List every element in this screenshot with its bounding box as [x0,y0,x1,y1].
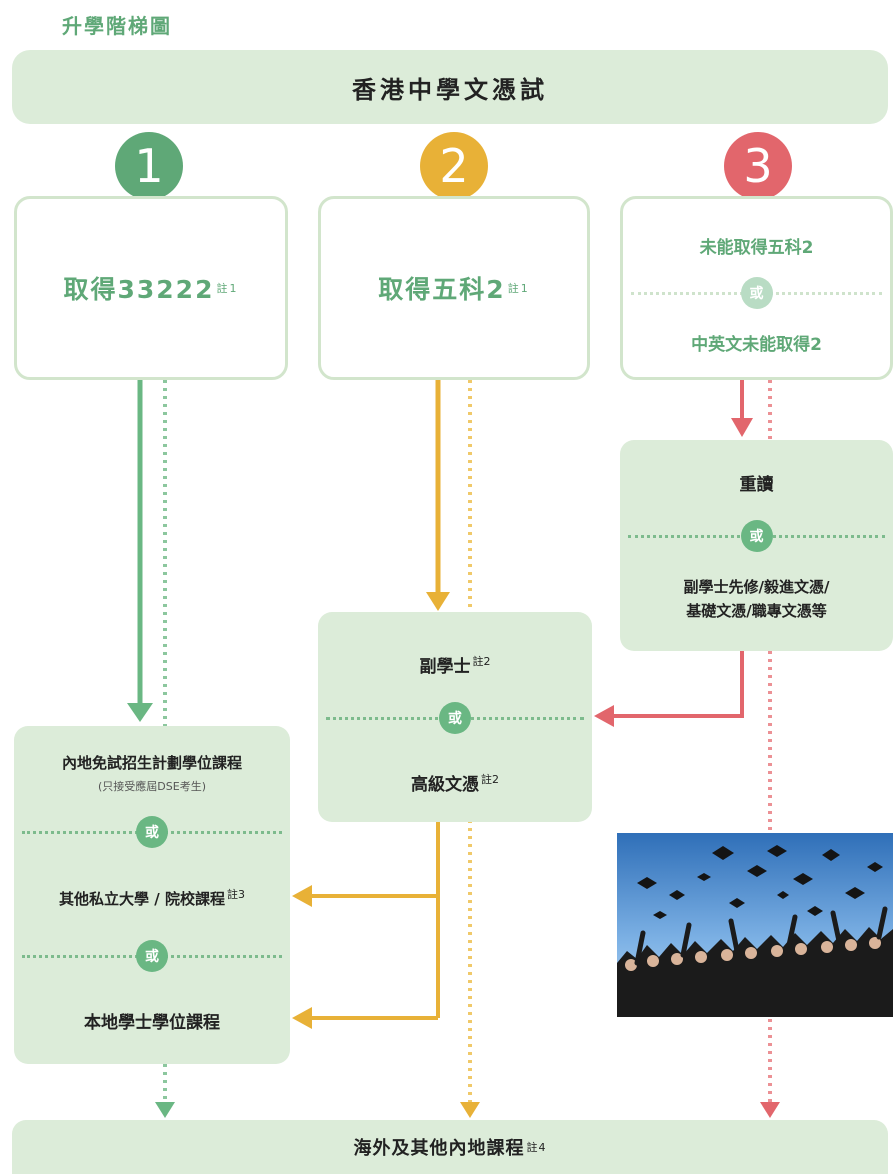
graduation-photo [617,833,893,1017]
repeat-study-or-divider: 或 [620,520,893,552]
repeat-study-line2: 副學士先修/毅進文憑/ [683,578,830,596]
repeat-study-box: 重讀 或 副學士先修/毅進文憑/ 基礎文憑/職專文憑等 [620,440,893,651]
path1-dotted-arrowhead [155,1102,175,1118]
path1-solid-arrowhead [127,703,153,722]
pathway-1-number: 1 [134,139,164,193]
degree-or-circle-1: 或 [136,816,168,848]
overseas-bottom-bar: 海外及其他內地課程註4 [12,1120,888,1174]
dse-header-label: 香港中學文憑試 [352,75,548,104]
repeat-study-line3: 基礎文憑/職專文憑等 [686,602,827,620]
degree-or-divider-1: 或 [14,816,290,848]
dse-header-bar: 香港中學文憑試 [12,50,888,124]
path3-to-associate [612,651,744,718]
associate-degree-box: 副學士註2 或 高級文憑註2 [318,612,592,822]
path2-arrow-local [292,1007,312,1029]
associate-line1: 副學士 [419,657,471,677]
associate-or-divider: 或 [318,702,592,734]
associate-line2-row: 高級文憑註2 [318,770,592,795]
private-university-note: 註3 [226,888,245,901]
pathway-3-number: 3 [743,139,773,193]
associate-note2: 註2 [481,773,499,787]
mainland-degree-label: 內地免試招生計劃學位課程 [61,754,242,772]
associate-line2: 高級文憑 [411,775,479,795]
degree-or-divider-2: 或 [14,940,290,972]
local-degree-label: 本地學士學位課程 [84,1013,220,1033]
pathway-3-or-circle: 或 [740,277,773,309]
path2-dotted-arrowhead [460,1102,480,1118]
pathway-2-number-pin: 2 [420,132,488,200]
pathway-2-label: 取得五科2 [378,275,506,304]
private-university-label: 其他私立大學 / 院校課程 [59,890,225,908]
pathway-1-note: 註1 [216,282,239,295]
overseas-label: 海外及其他內地課程 [353,1138,525,1159]
pathway-2-number: 2 [439,139,469,193]
pathway-3-line2: 中英文未能取得2 [691,335,822,355]
pathway-1-label: 取得33222 [63,275,215,304]
associate-line1-row: 副學士註2 [318,652,592,677]
private-university-row: 其他私立大學 / 院校課程註3 [14,886,290,909]
pathway-3-number-pin: 3 [724,132,792,200]
degree-options-box: 內地免試招生計劃學位課程 (只接受應屆DSE考生) 或 其他私立大學 / 院校課… [14,726,290,1064]
graduation-photo-image [617,833,893,1017]
pathway-2-note: 註1 [507,282,530,295]
pathway-1-number-pin: 1 [115,132,183,200]
associate-note1: 註2 [472,655,491,669]
overseas-note: 註4 [526,1141,547,1154]
path3-solid-arrowhead [731,418,753,437]
pathway-3-box: 未能取得五科2 或 中英文未能取得2 [620,196,893,380]
mainland-degree-sublabel: (只接受應屆DSE考生) [98,780,206,793]
path3-arrow-associate [594,705,614,727]
path2-arrow-private [292,885,312,907]
path3-dotted-arrowhead [760,1102,780,1118]
pathway-3-or-divider: 或 [623,277,890,309]
pathway-3-line1: 未能取得五科2 [699,238,814,258]
repeat-study-line1: 重讀 [739,475,774,495]
associate-or-circle: 或 [439,702,471,734]
degree-or-circle-2: 或 [136,940,168,972]
repeat-study-or-circle: 或 [740,520,773,552]
path2-solid-arrowhead [426,592,450,611]
page-title: 升學階梯圖 [62,14,172,38]
